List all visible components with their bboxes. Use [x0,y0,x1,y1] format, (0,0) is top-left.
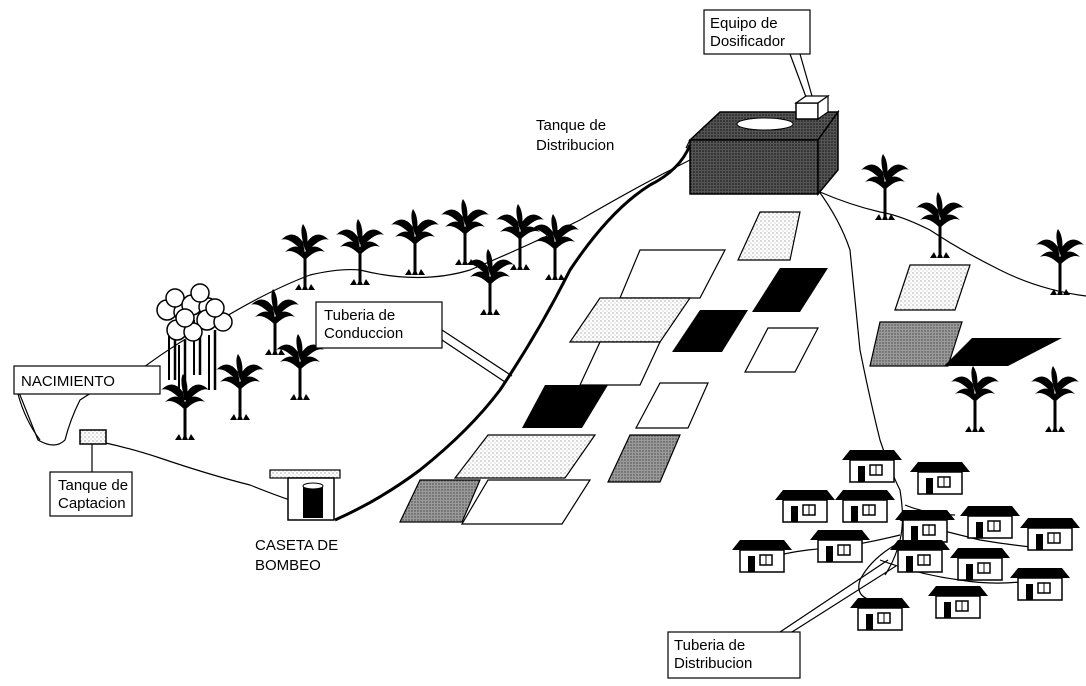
intake-tank [79,429,107,445]
tanque-distribucion-label-1: Tanque de [536,117,606,134]
caseta-label-1: CASETA DE [255,537,338,554]
dosing-equipment [794,94,830,121]
conduction-pipe [334,144,692,522]
caseta-label-2: BOMBEO [255,557,321,574]
svg-text:Tuberia de: Tuberia de [674,637,745,654]
tanque-distribucion-label-2: Distribucion [536,137,614,154]
svg-text:Tuberia de: Tuberia de [324,307,395,324]
equipo-dosificador-label: Equipo de Dosificador [703,9,811,55]
tuberia-conduccion-label: Tuberia de Conduccion [315,301,443,349]
pump-house [269,469,341,521]
fields [399,211,1062,525]
nacimiento-label: NACIMIENTO [13,365,161,395]
tuberia-distribucion-label: Tuberia de Distribucion [667,631,801,679]
distribution-tank [688,109,840,197]
svg-text:Dosificador: Dosificador [710,33,785,50]
svg-text:Captacion: Captacion [58,495,126,512]
tanque-captacion-label: Tanque de Captacion [49,471,133,517]
distribution-pipe [817,189,904,576]
svg-text:Distribucion: Distribucion [674,655,752,672]
svg-text:Conduccion: Conduccion [324,325,403,342]
svg-text:NACIMIENTO: NACIMIENTO [21,373,115,390]
houses [731,449,1081,631]
svg-text:Equipo de: Equipo de [710,15,778,32]
svg-text:Tanque de: Tanque de [58,477,128,494]
